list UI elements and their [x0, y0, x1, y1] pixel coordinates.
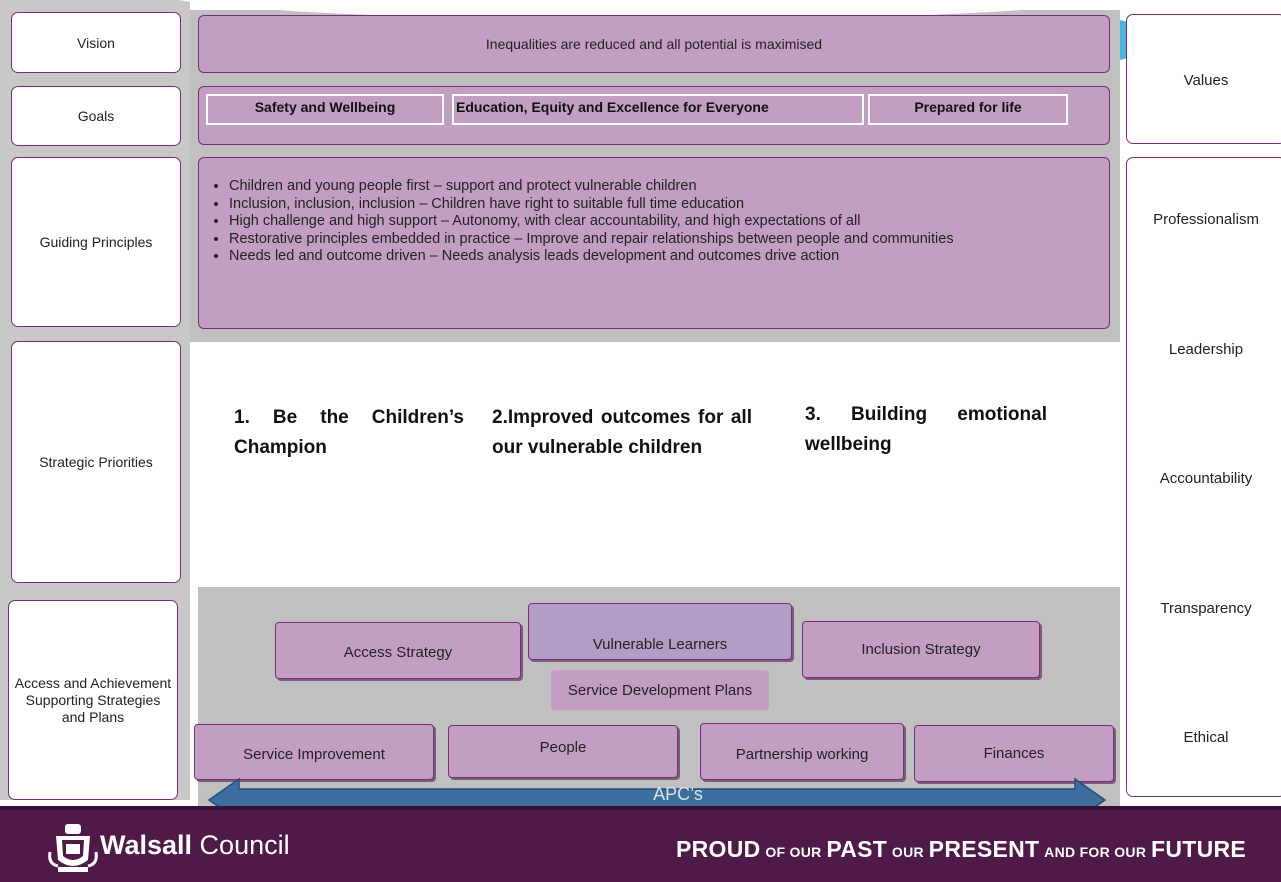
finances-box: Finances — [914, 725, 1114, 782]
slogan-word: PROUD — [676, 836, 761, 862]
goal-safety: Safety and Wellbeing — [206, 94, 444, 125]
slogan-small: AND FOR OUR — [1044, 844, 1147, 860]
goal-prepared: Prepared for life — [868, 94, 1068, 125]
slogan-small: OUR — [891, 844, 924, 860]
vision-text: Inequalities are reduced and all potenti… — [485, 36, 823, 52]
service-development-plans-box: Service Development Plans — [551, 670, 769, 710]
service-improvement-box: Service Improvement — [194, 724, 434, 780]
partnership-working-box: Partnership working — [700, 723, 904, 780]
slogan-small: OF OUR — [765, 844, 822, 860]
principle-item: High challenge and high support – Autono… — [229, 213, 1109, 231]
value-item: Transparency — [1160, 600, 1252, 617]
values-heading: Values — [1183, 72, 1229, 89]
priority-1: 1. Be the Children’s Champion — [234, 407, 464, 458]
people-box: People — [448, 725, 678, 778]
vulnerable-learners-box: Vulnerable Learners — [528, 603, 792, 660]
vision-box: Inequalities are reduced and all potenti… — [198, 15, 1110, 73]
title-mask — [470, 0, 670, 10]
apc-label: APC’s — [653, 784, 703, 804]
footer-bar — [0, 810, 1281, 882]
principle-item: Needs led and outcome driven – Needs ana… — [229, 248, 1109, 266]
footer-slogan: PROUD OF OUR PAST OUR PRESENT AND FOR OU… — [676, 836, 1246, 863]
principle-item: Children and young people first – suppor… — [229, 178, 1109, 196]
value-item: Accountability — [1159, 470, 1253, 487]
slogan-word: PRESENT — [928, 836, 1040, 862]
value-item: Leadership — [1168, 341, 1244, 358]
access-label: Access and Achievement Supporting Strate… — [8, 600, 178, 800]
priority-3: 3. Building emotional wellbeing — [805, 404, 1047, 455]
priority-2: 2.Improved outcomes for all our vulnerab… — [492, 407, 752, 458]
strategic-priorities-label: Strategic Priorities — [11, 341, 181, 583]
principle-item: Restorative principles embedded in pract… — [229, 231, 1109, 249]
plans-band-gap — [190, 587, 198, 810]
value-item: Ethical — [1183, 729, 1229, 746]
slogan-word: FUTURE — [1150, 836, 1247, 862]
principles-list: Children and young people first – suppor… — [217, 178, 1109, 266]
footer-top-line — [0, 806, 1281, 812]
goal-education: Education, Equity and Excellence for Eve… — [452, 94, 864, 125]
logo-bold-text: Walsall — [100, 830, 193, 860]
logo-light-text: Council — [192, 830, 290, 860]
slogan-word: PAST — [826, 836, 888, 862]
inclusion-strategy-box: Inclusion Strategy — [802, 621, 1040, 678]
vision-label: Vision — [11, 12, 181, 73]
values-heading-box — [1126, 14, 1281, 144]
walsall-council-logo: Walsall Council — [100, 830, 290, 861]
values-list-box — [1126, 157, 1281, 797]
goals-label: Goals — [11, 86, 181, 146]
access-strategy-box: Access Strategy — [275, 622, 521, 679]
principle-item: Inclusion, inclusion, inclusion – Childr… — [229, 196, 1109, 214]
guiding-principles-label: Guiding Principles — [11, 157, 181, 327]
value-item: Professionalism — [1153, 211, 1259, 228]
principles-box: Children and young people first – suppor… — [198, 157, 1110, 329]
council-crest-icon — [48, 824, 98, 872]
